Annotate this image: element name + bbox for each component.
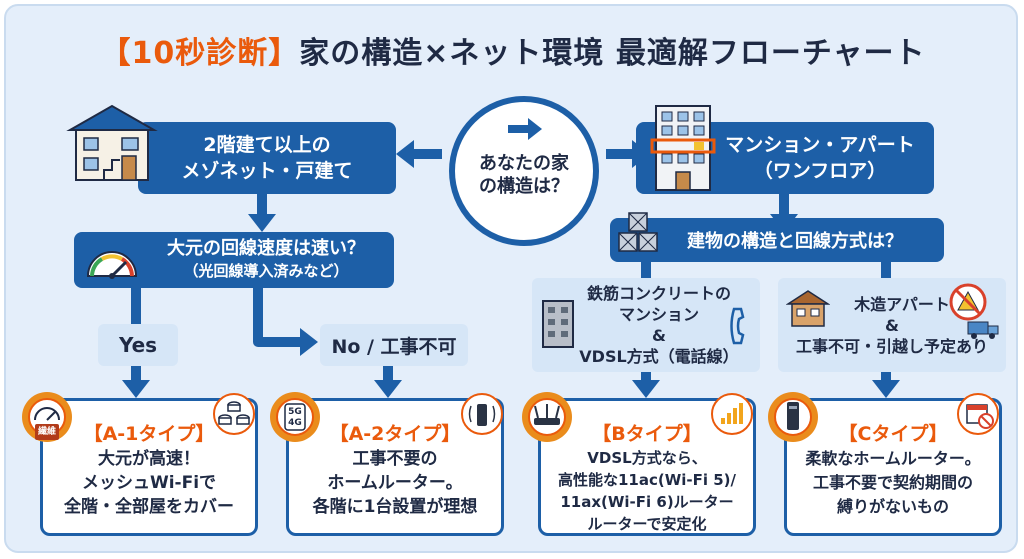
arrow-left-head (396, 140, 414, 168)
diagram-frame: 【10秒診断】家の構造×ネット環境 最適解フローチャート (4, 4, 1018, 553)
router-badge-icon-c (768, 392, 818, 442)
mesh-nodes-icon (213, 393, 255, 435)
arrow-rc-down-head (632, 380, 660, 398)
speedometer-icon (86, 251, 138, 279)
apartment-building-icon (650, 105, 716, 191)
yes-label: Yes (98, 324, 178, 366)
badge-fiber-tag: 繊維 (35, 424, 59, 440)
center-question-text: あなたの家 の構造は？ (479, 153, 569, 197)
rc-vdsl-box: 鉄筋コンクリートの マンション & VDSL方式（電話線） (532, 278, 760, 372)
badge-5g-label: 5G (288, 407, 302, 417)
title-bracket: 【10秒診断】 (100, 36, 300, 71)
structure-question-box: 建物の構造と回線方式は？ (610, 218, 944, 262)
card-c-body: 柔軟なホームルーター。 工事不要で契約期間の 縛りがないもの (805, 449, 981, 516)
arrow-yes-down-head (122, 380, 150, 398)
arrow-no-down-head (374, 380, 402, 398)
no-construction-truck-icon (949, 283, 999, 339)
card-a1-body: 大元が高速！ メッシュWi-Fiで 全階・全部屋をカバー (64, 449, 234, 517)
signal-bars-icon (711, 393, 753, 435)
wifi-router-badge-icon (522, 392, 572, 442)
arrow-house-down-head (248, 214, 276, 232)
center-question-circle: あなたの家 の構造は？ (449, 96, 599, 246)
title-main: 家の構造×ネット環境 最適解フローチャート (299, 36, 926, 71)
card-c-title: 【Cタイプ】 (838, 423, 948, 445)
concrete-building-icon (542, 300, 574, 348)
cube-blocks-icon (618, 212, 658, 252)
card-a2-body: 工事不要の ホームルーター。 各階に1台設置が理想 (312, 449, 478, 517)
page-title: 【10秒診断】家の構造×ネット環境 最適解フローチャート (6, 28, 1016, 72)
card-a2-title: 【A-2タイプ】 (329, 423, 461, 445)
card-a1-title: 【A-1タイプ】 (83, 423, 215, 445)
card-b: 【Bタイプ】 VDSL方式なら、 高性能な11ac(Wi-Fi 5)/ 11ax… (538, 398, 756, 536)
house-icon (66, 104, 158, 181)
home-router-icon (461, 393, 503, 435)
card-b-body: VDSL方式なら、 高性能な11ac(Wi-Fi 5)/ 11ax(Wi-Fi … (557, 449, 737, 533)
line-speed-to-no (253, 288, 302, 347)
telephone-icon (730, 307, 745, 345)
arrow-right-icon (508, 118, 542, 140)
speed-question-box: 大元の回線速度は速い？ （光回線導入済みなど） (74, 232, 394, 288)
arrow-no-right-head (300, 328, 318, 356)
card-a1: 【A-1タイプ】 大元が高速！ メッシュWi-Fiで 全階・全部屋をカバー (40, 398, 258, 536)
arrow-wood-down-head (872, 380, 900, 398)
house-type-box: 2階建て以上の メゾネット・戸建て (138, 122, 396, 194)
no-contract-calendar-icon (957, 393, 999, 435)
card-b-title: 【Bタイプ】 (592, 423, 702, 445)
wooden-house-icon (786, 290, 830, 327)
no-label: No / 工事不可 (320, 324, 468, 366)
rosette-badge-icon-a2 (270, 392, 320, 442)
badge-4g-label: 4G (288, 418, 302, 428)
